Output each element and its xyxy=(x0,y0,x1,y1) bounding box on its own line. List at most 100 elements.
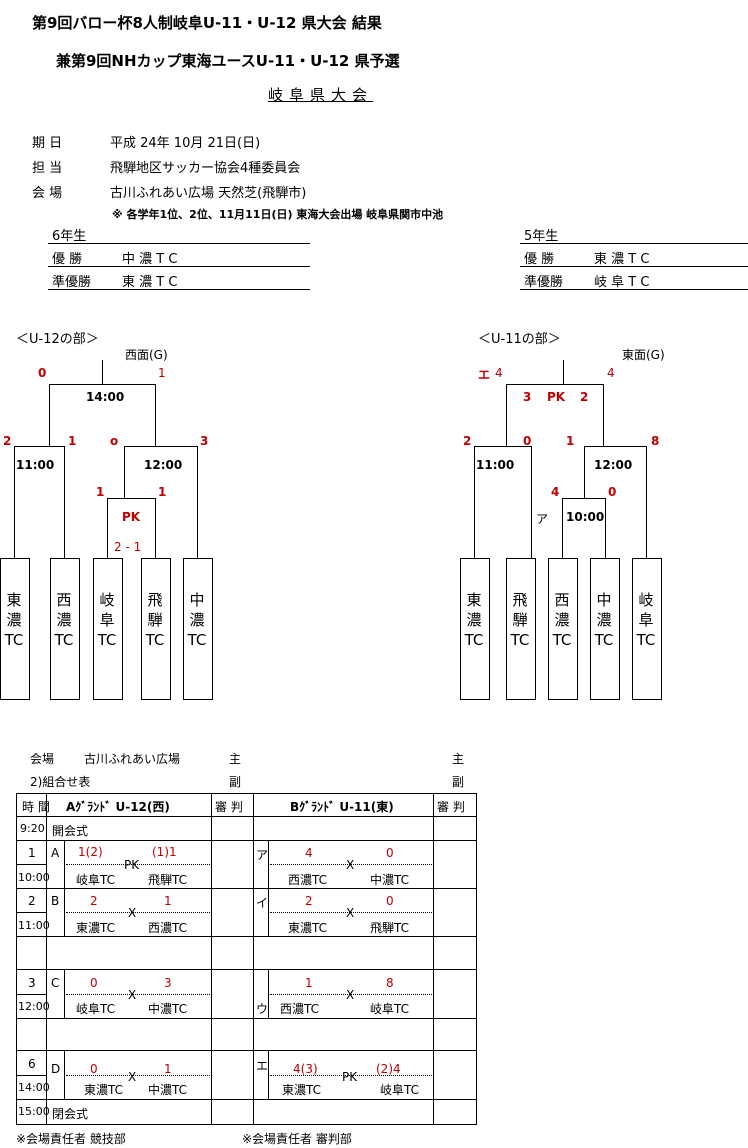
page-title: 第9回バロー杯8人制岐阜U-11・U-12 県大会 結果 xyxy=(32,14,382,32)
match-score: 1(2) xyxy=(78,845,103,859)
match-no: 3 xyxy=(28,976,36,990)
u12-team-box xyxy=(50,558,80,700)
match-no: 6 xyxy=(28,1057,36,1071)
match-mark: エ xyxy=(256,1059,269,1073)
match-team: 東濃TC xyxy=(84,1083,124,1097)
u11-team-box xyxy=(590,558,620,700)
sched-vice-b: 副 xyxy=(452,775,465,789)
grade6-winner-label: 優 勝 xyxy=(52,252,83,267)
u12-pk-label: PK xyxy=(122,510,141,524)
u12-team: 飛騨TC xyxy=(145,591,165,649)
match-mark: B xyxy=(51,894,60,908)
u12-final-time: 14:00 xyxy=(86,390,125,404)
match-mark: A xyxy=(51,846,60,860)
col-time-header: 時 間 xyxy=(22,800,50,814)
match-score: 1 xyxy=(164,894,172,908)
grade5-runnerup-team: 岐 阜 T C xyxy=(594,275,650,290)
match-team: 中濃TC xyxy=(370,873,410,887)
col-b-header: Bｸﾞﾗﾝﾄﾞ U-11(東) xyxy=(290,800,394,814)
u11-score: 0 xyxy=(523,434,532,448)
match-score: 4(3) xyxy=(293,1062,318,1076)
match-mark: C xyxy=(51,976,60,990)
col-ref-b-header: 審 判 xyxy=(437,800,465,814)
schedule-table xyxy=(16,793,477,1125)
match-no: 1 xyxy=(28,846,36,860)
u12-semi1-time: 11:00 xyxy=(16,458,55,472)
match-score: 0 xyxy=(90,976,98,990)
grade5-winner-label: 優 勝 xyxy=(524,252,555,267)
match-pk: PK xyxy=(342,1070,358,1084)
association: 岐阜県大会 xyxy=(268,86,374,104)
match-team: 西濃TC xyxy=(148,921,188,935)
sched-vice: 副 xyxy=(229,775,242,789)
u11-ground: 東面(G) xyxy=(622,348,665,362)
u12-team-box xyxy=(183,558,213,700)
match-team: 中濃TC xyxy=(148,1083,188,1097)
match-time: 11:00 xyxy=(18,919,50,932)
match-team: 東濃TC xyxy=(288,921,328,935)
match-pk: PK xyxy=(124,858,140,872)
match-score: 0 xyxy=(386,894,394,908)
match-team: 西濃TC xyxy=(280,1002,320,1016)
match-score: 1 xyxy=(305,976,313,990)
match-score: 4 xyxy=(305,846,313,860)
u11-qual-time: 10:00 xyxy=(566,510,605,524)
match-x: X xyxy=(128,988,137,1002)
info-label-date: 期 日 xyxy=(32,136,63,151)
grade5-runnerup-label: 準優勝 xyxy=(524,275,564,290)
match-team: 岐阜TC xyxy=(76,1002,116,1016)
match-team: 飛騨TC xyxy=(148,873,188,887)
u11-score: 4 xyxy=(551,485,560,499)
u11-score: 8 xyxy=(651,434,660,448)
match-time: 10:00 xyxy=(18,871,50,884)
opening-ceremony: 開会式 xyxy=(52,824,89,838)
match-team: 飛騨TC xyxy=(370,921,410,935)
match-x: X xyxy=(346,858,355,872)
grade5-winner-team: 東 濃 T C xyxy=(594,252,650,267)
info-value-venue: 古川ふれあい広場 天然芝(飛騨市) xyxy=(110,186,307,201)
u11-team: 飛騨TC xyxy=(510,591,530,649)
sched-venue: 古川ふれあい広場 xyxy=(84,752,181,766)
match-no: 2 xyxy=(28,894,36,908)
u12-team: 東濃TC xyxy=(4,591,24,649)
sched-venue-label: 会場 xyxy=(30,752,55,766)
match-mark: D xyxy=(51,1062,61,1076)
u12-ground: 西面(G) xyxy=(125,348,168,362)
u11-score: 0 xyxy=(608,485,617,499)
u11-semi2-time: 12:00 xyxy=(594,458,633,472)
sched-chief: 主 xyxy=(229,752,242,766)
u11-pk-label: PK xyxy=(547,390,566,404)
match-x: X xyxy=(128,1070,137,1084)
u11-mark: ア xyxy=(536,512,549,526)
match-team: 岐阜TC xyxy=(76,873,116,887)
u11-score: 2 xyxy=(580,390,589,404)
match-team: 岐阜TC xyxy=(380,1083,420,1097)
match-mark: ウ xyxy=(256,1002,269,1016)
u12-title: ＜U-12の部＞ xyxy=(16,332,99,347)
u11-score: 3 xyxy=(523,390,532,404)
col-ref-a-header: 審 判 xyxy=(215,800,243,814)
u11-team: 東濃TC xyxy=(464,591,484,649)
footer-referee: ※会場責任者 審判部 xyxy=(242,1132,352,1146)
u12-pk-score: 2 - 1 xyxy=(114,540,142,554)
grade6-winner-team: 中 濃 T C xyxy=(122,252,178,267)
u11-team-box xyxy=(506,558,536,700)
match-score: 8 xyxy=(386,976,394,990)
u11-score: 1 xyxy=(566,434,575,448)
closing-ceremony: 閉会式 xyxy=(52,1107,89,1121)
u12-score: 0 xyxy=(38,366,47,380)
match-score: (2)4 xyxy=(376,1062,401,1076)
match-time: 14:00 xyxy=(18,1081,50,1094)
u12-team-box xyxy=(0,558,30,700)
match-team: 東濃TC xyxy=(76,921,116,935)
info-label-charge: 担 当 xyxy=(32,161,63,176)
match-score: 3 xyxy=(164,976,172,990)
sched-chief-b: 主 xyxy=(452,752,465,766)
match-x: X xyxy=(128,906,137,920)
u11-score: 2 xyxy=(463,434,472,448)
match-x: X xyxy=(346,906,355,920)
page-subtitle: 兼第9回NHカップ東海ユースU-11・U-12 県予選 xyxy=(56,52,400,70)
u11-team-box xyxy=(632,558,662,700)
grade6-runnerup-label: 準優勝 xyxy=(52,275,92,290)
match-score: 2 xyxy=(90,894,98,908)
